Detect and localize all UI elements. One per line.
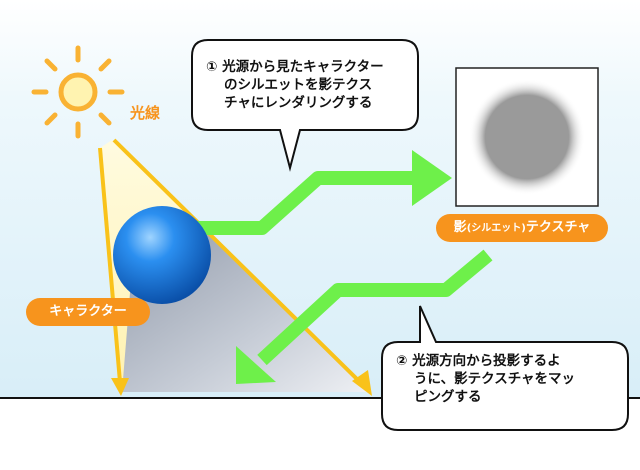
light-label: 光線: [130, 104, 161, 122]
callout-1-line-2: のシルエットを影テクス: [224, 77, 373, 93]
arrow-texture-to-ground: [257, 249, 493, 366]
shadow-texture-label-prefix: 影: [453, 220, 467, 235]
callout-2-line-1: ② 光源方向から投影するよ: [396, 353, 561, 369]
sun-icon: [31, 45, 125, 139]
beam-arrowhead-left: [111, 378, 129, 396]
beam-arrowhead-right: [352, 370, 372, 396]
callout-1-bubble: [191, 39, 419, 172]
shadow-texture-label-suffix: テクスチャ: [525, 220, 591, 235]
beam-edge-right: [112, 138, 364, 386]
arrow-head-right: [412, 150, 452, 206]
callout-2-line-2: うに、影テクスチャをマッ: [414, 371, 576, 387]
callout-1-line-3: チャにレンダリングする: [224, 95, 373, 111]
callout-2-line-3: ピングする: [414, 389, 482, 405]
arrow-head-down-left: [236, 346, 276, 384]
callout-2-text: ② 光源方向から投影するよ うに、影テクスチャをマッ ピングする: [396, 352, 622, 406]
beam-edge-left: [98, 147, 122, 383]
arrow-render-to-texture: [180, 171, 420, 235]
character-label: キャラクター: [26, 298, 150, 326]
callout-2-bubble: [381, 305, 629, 431]
shadow-texture-label-paren: (シルエット): [466, 223, 526, 234]
blurred-silhouette: [469, 79, 585, 195]
callout-1-line-1: ① 光源から見たキャラクター: [206, 59, 384, 75]
callout-1-text: ① 光源から見たキャラクター のシルエットを影テクス チャにレンダリングする: [206, 58, 412, 112]
shadow-texture-label: 影(シルエット)テクスチャ: [436, 214, 608, 242]
character-sphere: [113, 206, 211, 304]
